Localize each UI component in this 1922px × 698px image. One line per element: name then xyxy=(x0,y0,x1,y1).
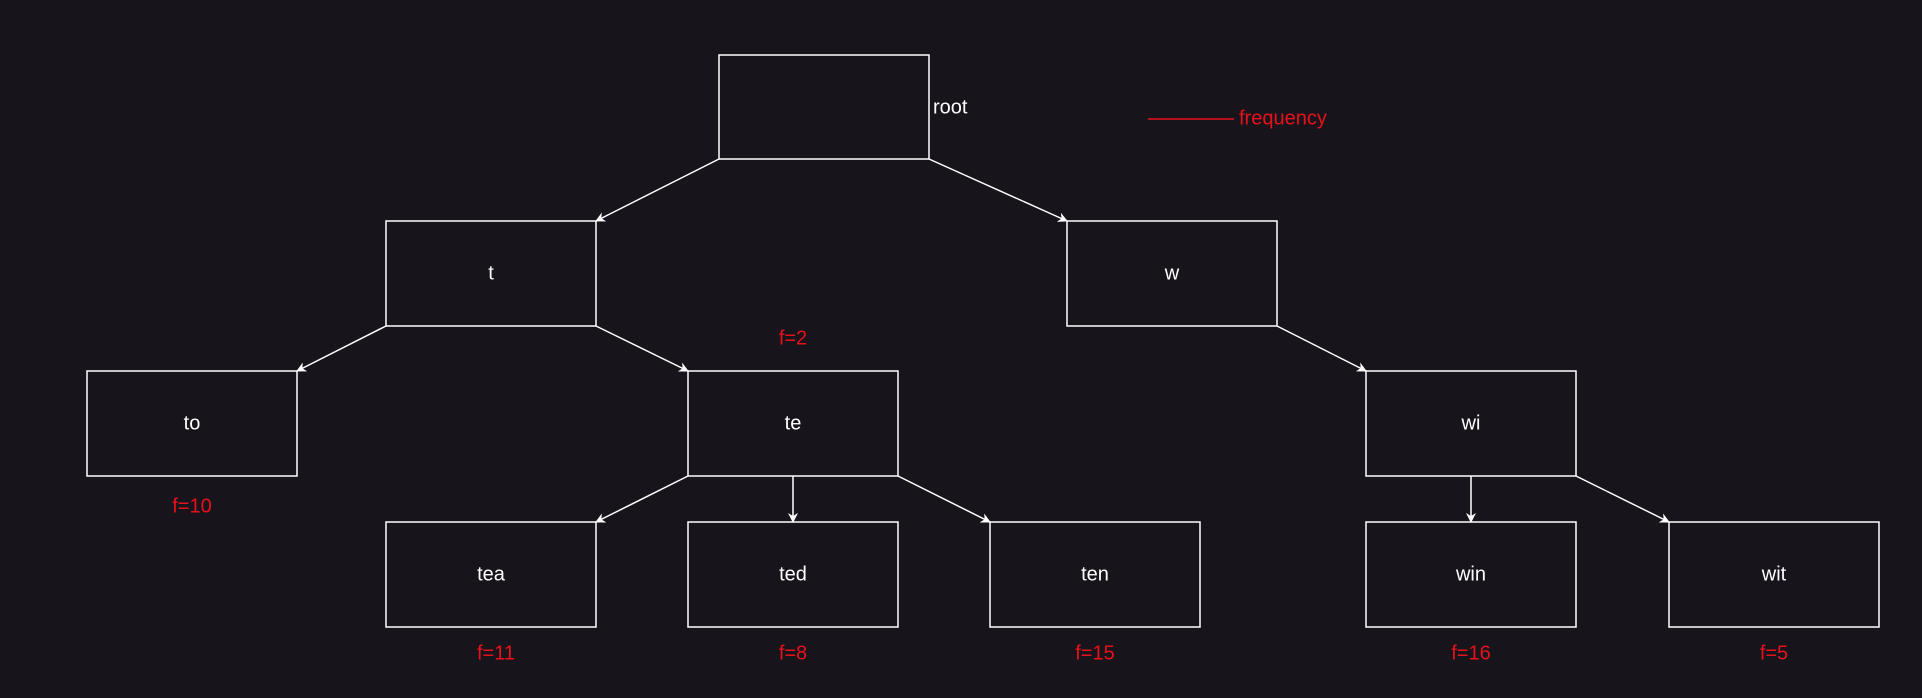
node-wi[interactable]: wi xyxy=(1365,370,1577,477)
node-te[interactable]: te xyxy=(687,370,899,477)
edge-root-to-t xyxy=(595,158,720,222)
node-t-box xyxy=(385,220,597,327)
edge-t-to-to xyxy=(296,325,387,372)
node-ted[interactable]: ted xyxy=(687,521,899,628)
node-t[interactable]: t xyxy=(385,220,597,327)
frequency-to: f=10 xyxy=(172,495,211,517)
node-w-label: w xyxy=(1164,262,1180,284)
node-root[interactable] xyxy=(718,54,930,160)
frequency-ted: f=8 xyxy=(779,642,807,664)
node-tea[interactable]: tea xyxy=(385,521,597,628)
node-tea-box xyxy=(385,521,597,628)
node-to-box xyxy=(86,370,298,477)
edge-te-to-ten xyxy=(897,475,991,523)
frequency-tea: f=11 xyxy=(477,642,515,664)
edge-root-to-w xyxy=(928,158,1068,222)
node-root-box xyxy=(718,54,930,160)
edge-t-to-te xyxy=(595,325,689,372)
node-ted-label: ted xyxy=(779,563,807,585)
node-t-label: t xyxy=(488,262,494,284)
node-wi-box xyxy=(1365,370,1577,477)
legend-label: frequency xyxy=(1239,107,1327,129)
node-tea-label: tea xyxy=(477,563,506,585)
frequency-ten: f=15 xyxy=(1075,642,1114,664)
node-ten-box xyxy=(989,521,1201,628)
frequency-te: f=2 xyxy=(779,327,807,349)
node-te-label: te xyxy=(785,412,802,434)
node-wit-label: wit xyxy=(1761,563,1787,585)
node-win[interactable]: win xyxy=(1365,521,1577,628)
edge-te-to-tea xyxy=(595,475,689,523)
node-wi-label: wi xyxy=(1461,412,1481,434)
frequency-wit: f=5 xyxy=(1760,642,1788,664)
legend: frequency xyxy=(1148,107,1327,129)
edges xyxy=(296,158,1670,523)
node-ted-box xyxy=(687,521,899,628)
edge-w-to-wi xyxy=(1276,325,1367,372)
node-w-box xyxy=(1066,220,1278,327)
node-te-box xyxy=(687,370,899,477)
node-w[interactable]: w xyxy=(1066,220,1278,327)
node-ten-label: ten xyxy=(1081,563,1109,585)
node-to-label: to xyxy=(184,412,201,434)
node-win-label: win xyxy=(1455,563,1486,585)
node-wit[interactable]: wit xyxy=(1668,521,1880,628)
node-to[interactable]: to xyxy=(86,370,298,477)
frequency-win: f=16 xyxy=(1451,642,1490,664)
root-caption: root xyxy=(933,96,968,118)
node-wit-box xyxy=(1668,521,1880,628)
node-win-box xyxy=(1365,521,1577,628)
node-ten[interactable]: ten xyxy=(989,521,1201,628)
edge-wi-to-wit xyxy=(1575,475,1670,523)
